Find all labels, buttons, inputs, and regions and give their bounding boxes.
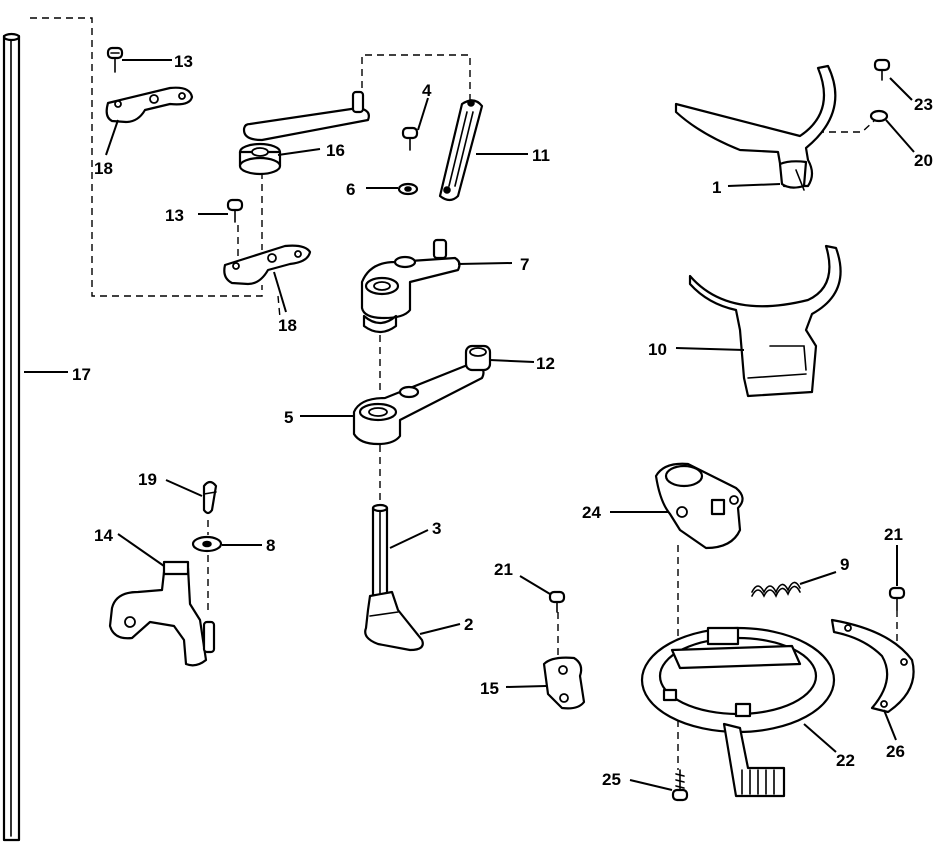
callout-21-right: 21 — [884, 525, 903, 544]
callout-17: 17 — [72, 365, 91, 384]
part-21-screw-left — [548, 590, 566, 613]
callout-11: 11 — [532, 146, 550, 165]
callout-9: 9 — [840, 555, 849, 574]
callout-14: 14 — [94, 526, 113, 545]
callout-10: 10 — [648, 340, 667, 359]
part-5-crank-arm — [352, 344, 492, 446]
callout-21-left: 21 — [494, 560, 513, 579]
part-14-bracket — [108, 560, 216, 667]
part-2-presser-foot — [364, 590, 424, 652]
assembly-dashed-lines — [30, 17, 898, 770]
callout-4: 4 — [422, 81, 432, 100]
part-11-slotted-link — [438, 99, 484, 202]
part-20-washer — [869, 109, 889, 123]
callout-12: 12 — [536, 354, 555, 373]
part-10-shield — [688, 244, 842, 398]
part-15-bracket — [542, 656, 586, 710]
callout-26: 26 — [886, 742, 905, 761]
callout-23: 23 — [914, 95, 933, 114]
callout-6: 6 — [346, 180, 355, 199]
part-17-rod — [2, 32, 21, 842]
part-16-crank — [238, 90, 370, 176]
callout-3: 3 — [432, 519, 441, 538]
part-24-tension-block — [654, 462, 744, 550]
part-22-base-ring — [640, 626, 836, 798]
callout-13-top: 13 — [174, 52, 193, 71]
part-6-washer — [397, 182, 419, 196]
callout-16: 16 — [326, 141, 345, 160]
callout-13-middle: 13 — [165, 206, 184, 225]
part-23-screw — [873, 58, 891, 81]
part-13-screw-middle — [226, 198, 244, 223]
part-26-arc-plate — [830, 618, 915, 714]
callout-19: 19 — [138, 470, 157, 489]
callout-22: 22 — [836, 751, 855, 770]
callout-8: 8 — [266, 536, 275, 555]
callout-25: 25 — [602, 770, 621, 789]
part-21-screw-right — [888, 586, 906, 611]
callout-7: 7 — [520, 255, 529, 274]
leader-lines — [24, 59, 915, 791]
callout-18-top: 18 — [94, 159, 113, 178]
part-8-washer — [191, 535, 223, 553]
callout-15: 15 — [480, 679, 499, 698]
callout-labels: 13 18 16 13 18 4 6 11 7 12 5 3 2 17 19 8… — [72, 52, 933, 789]
part-13-screw-top — [106, 46, 124, 73]
part-1-guard — [674, 64, 837, 191]
part-18-plate-bottom — [223, 244, 312, 286]
part-9-spring — [751, 581, 801, 598]
part-19-pin — [202, 480, 218, 515]
part-25-screw — [671, 769, 689, 802]
callout-2: 2 — [464, 615, 473, 634]
part-4-screw — [401, 126, 419, 151]
part-18-plate-top — [105, 86, 194, 124]
callout-18-bottom: 18 — [278, 316, 297, 335]
callout-24: 24 — [582, 503, 601, 522]
part-3-shaft — [371, 503, 389, 600]
part-7-crank — [360, 238, 461, 334]
callout-1: 1 — [712, 178, 721, 197]
callout-5: 5 — [284, 408, 293, 427]
callout-20: 20 — [914, 151, 933, 170]
